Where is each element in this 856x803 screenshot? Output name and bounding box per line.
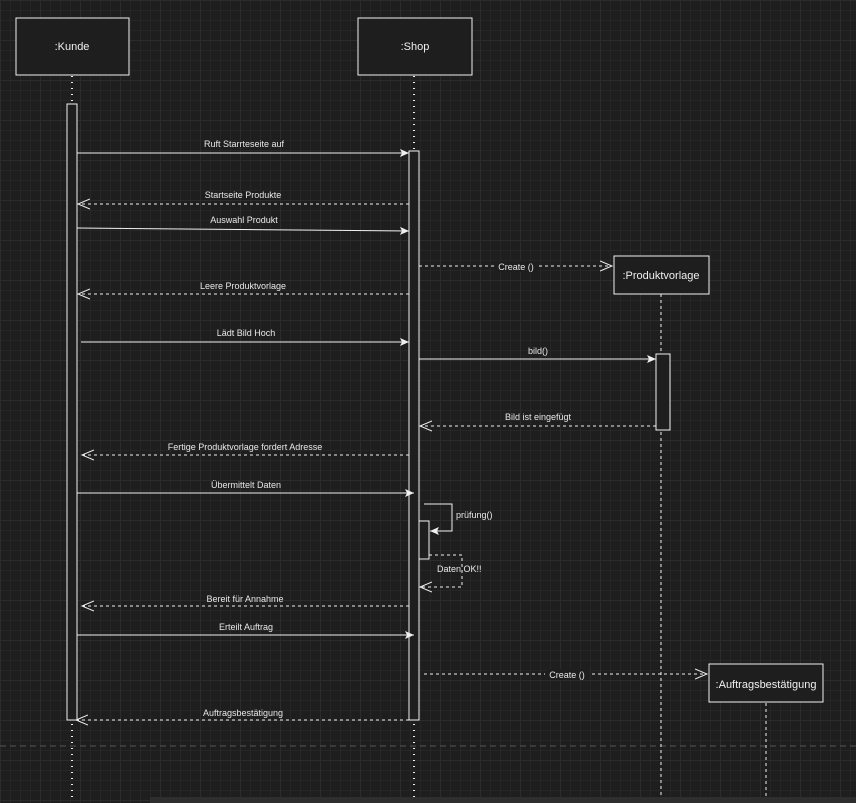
message-create-auftragsbestaetigung: Create () [424, 669, 707, 680]
message-leere-produktvorlage: Leere Produktvorlage [78, 281, 409, 294]
message-bild-label: bild() [528, 346, 548, 356]
horizontal-scrollbar[interactable] [150, 797, 856, 803]
message-uebermittelt-daten-label: Übermittelt Daten [211, 480, 281, 490]
message-laedt-bild-hoch-label: Lädt Bild Hoch [217, 328, 276, 338]
message-fertige-produktvorlage-label: Fertige Produktvorlage fordert Adresse [168, 442, 323, 452]
message-erteilt-auftrag: Erteilt Auftrag [77, 622, 414, 639]
message-auftragsbestaetigung: Auftragsbestätigung [76, 708, 409, 720]
message-bereit-annahme-label: Bereit für Annahme [206, 594, 283, 604]
message-bild-eingefuegt-label: Bild ist eingefügt [505, 412, 572, 422]
message-startseite-produkte: Startseite Produkte [78, 190, 409, 204]
message-create-produktvorlage-label: Create () [498, 262, 534, 272]
participant-shop[interactable]: :Shop [357, 17, 473, 76]
message-ruft-startseite: Ruft Starrteseite auf [77, 139, 409, 157]
message-bild: bild() [419, 346, 656, 363]
message-create-produktvorlage: Create () [419, 261, 612, 272]
message-auswahl-produkt-label: Auswahl Produkt [210, 215, 278, 225]
message-uebermittelt-daten: Übermittelt Daten [77, 480, 414, 497]
participant-produktvorlage[interactable]: :Produktvorlage [613, 255, 710, 295]
message-bereit-annahme: Bereit für Annahme [82, 594, 409, 606]
participant-auftragsbestaetigung-label: :Auftragsbestätigung [716, 679, 817, 691]
message-startseite-produkte-label: Startseite Produkte [205, 190, 282, 200]
message-daten-ok-label: Daten OK!! [437, 564, 482, 574]
participant-produktvorlage-label: :Produktvorlage [622, 270, 699, 282]
message-fertige-produktvorlage: Fertige Produktvorlage fordert Adresse [82, 442, 409, 455]
participant-kunde-label: :Kunde [55, 41, 90, 53]
activation-shop [408, 150, 420, 721]
message-auftragsbestaetigung-label: Auftragsbestätigung [203, 708, 283, 718]
participant-shop-label: :Shop [401, 41, 430, 53]
message-laedt-bild-hoch: Lädt Bild Hoch [81, 328, 409, 346]
message-ruft-startseite-label: Ruft Starrteseite auf [204, 139, 285, 149]
message-pruefung-label: prüfung() [456, 510, 493, 520]
message-daten-ok: Daten OK!! [420, 554, 482, 587]
message-create-auftragsbestaetigung-label: Create () [549, 670, 585, 680]
message-bild-eingefuegt: Bild ist eingefügt [420, 412, 656, 426]
activation-produktvorlage [655, 353, 671, 431]
message-leere-produktvorlage-label: Leere Produktvorlage [200, 281, 286, 291]
message-pruefung-self: prüfung() [424, 503, 493, 535]
participant-kunde[interactable]: :Kunde [15, 17, 130, 76]
activation-shop-pruefung [418, 520, 430, 560]
participant-auftragsbestaetigung[interactable]: :Auftragsbestätigung [708, 663, 824, 703]
message-erteilt-auftrag-label: Erteilt Auftrag [219, 622, 273, 632]
activation-kunde [66, 103, 78, 721]
message-auswahl-produkt: Auswahl Produkt [76, 215, 410, 235]
